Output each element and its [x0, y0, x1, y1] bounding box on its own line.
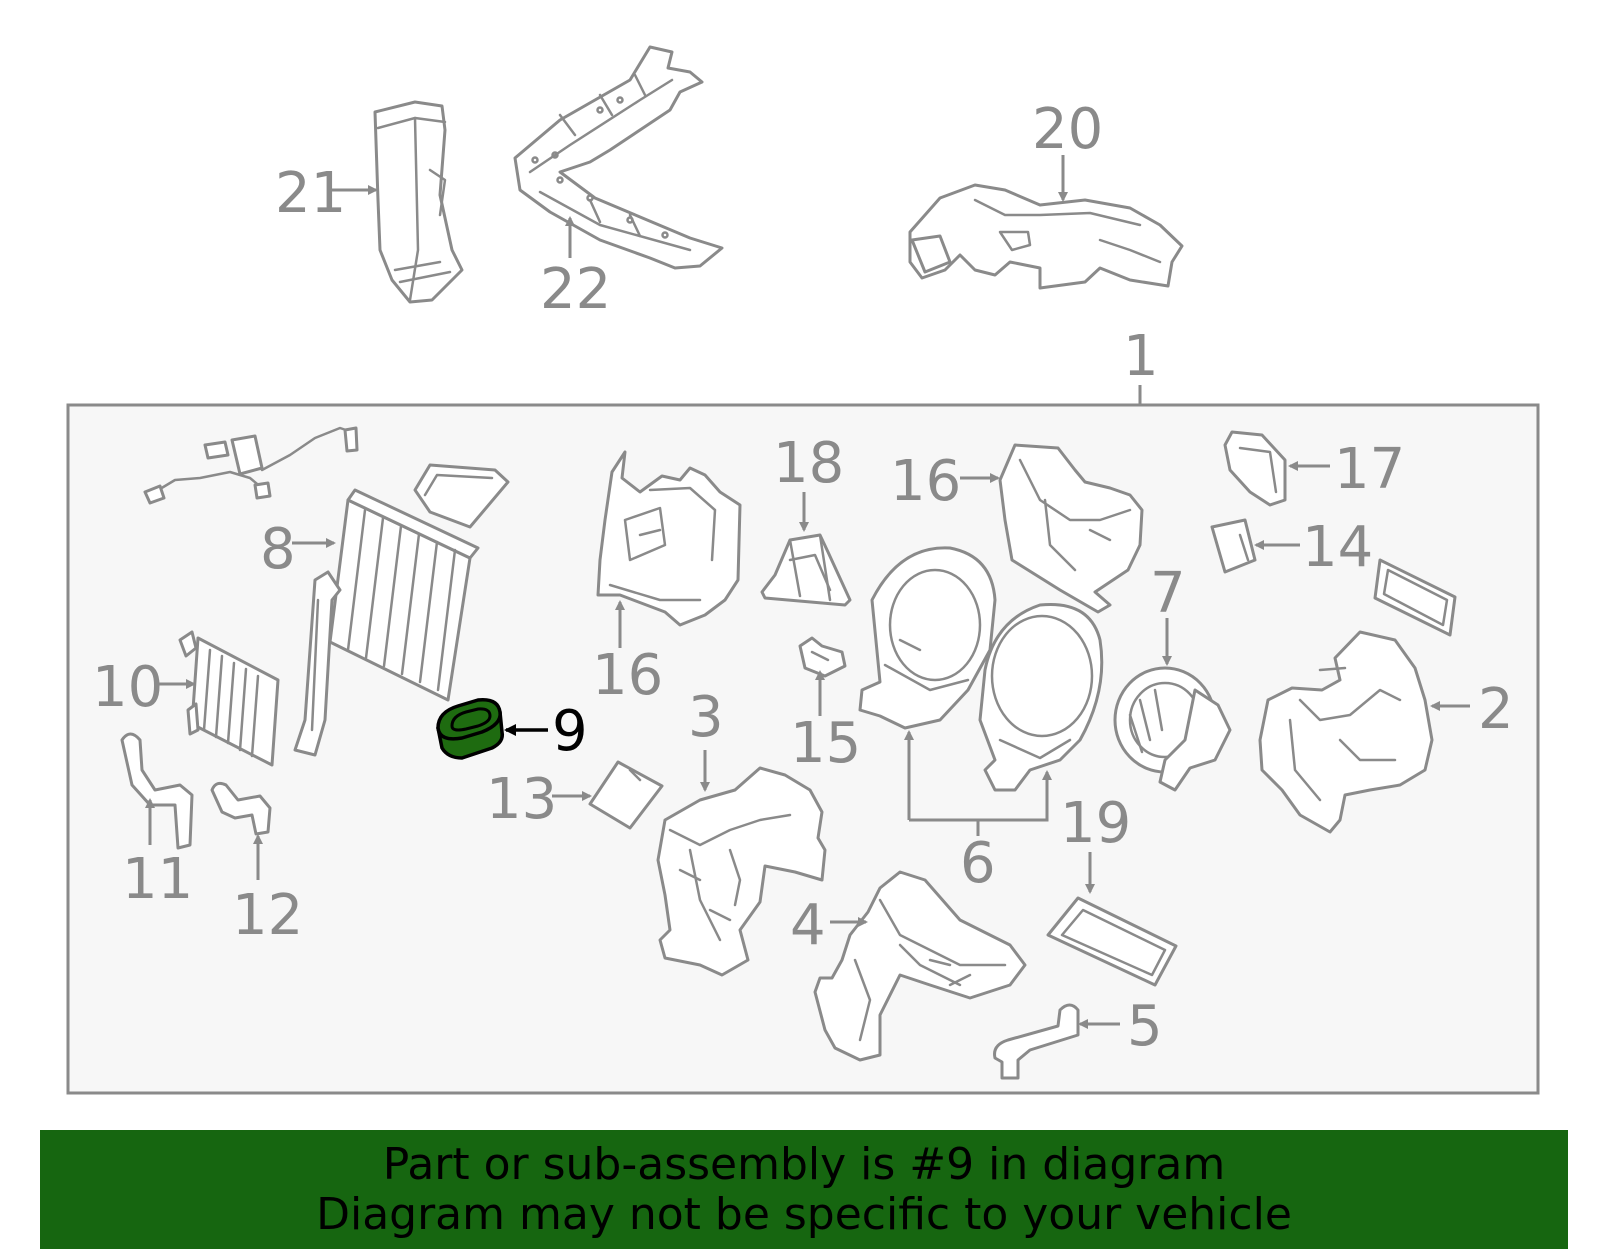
part-5-drain-hose	[993, 1003, 1080, 1080]
callout-8[interactable]: 8	[260, 517, 296, 582]
wiring-harness	[143, 426, 359, 505]
callout-4[interactable]: 4	[790, 893, 826, 958]
part-13-plate	[588, 760, 664, 830]
part-8-evaporator	[293, 488, 480, 757]
banner-line-1: Part or sub-assembly is #9 in diagram	[382, 1139, 1226, 1190]
part-10-heater-core	[178, 630, 280, 767]
callout-22[interactable]: 22	[540, 257, 611, 322]
part-17-actuator	[1223, 430, 1287, 507]
callout-1[interactable]: 1	[1123, 324, 1159, 389]
part-19-filter	[1046, 896, 1178, 987]
callout-17[interactable]: 17	[1334, 437, 1405, 502]
part-6-scroll-housing-left	[858, 546, 997, 730]
part-11-hose	[120, 732, 194, 850]
part-14-module	[1210, 518, 1257, 574]
part-18-bracket	[760, 533, 852, 607]
info-banner: Part or sub-assembly is #9 in diagram Di…	[40, 1130, 1568, 1249]
part-3-case	[656, 766, 827, 977]
part-15-block	[798, 636, 847, 678]
part-16-case-left	[596, 450, 742, 627]
callout-9[interactable]: 9	[552, 699, 588, 764]
callout-18[interactable]: 18	[773, 431, 844, 496]
banner-line-2: Diagram may not be specific to your vehi…	[316, 1189, 1292, 1240]
callout-6[interactable]: 6	[960, 831, 996, 896]
callout-11[interactable]: 11	[122, 847, 193, 912]
part-7-blower-motor	[1113, 666, 1232, 792]
part-16-case-right	[998, 443, 1144, 614]
callout-2[interactable]: 2	[1478, 677, 1514, 742]
callout-19[interactable]: 19	[1060, 791, 1131, 856]
callout-15[interactable]: 15	[790, 711, 861, 776]
cabin-filter-top-right	[1373, 558, 1457, 637]
callout-12[interactable]: 12	[232, 883, 303, 948]
part-9-grommet-highlighted[interactable]	[436, 698, 505, 760]
part-2-case	[1258, 630, 1434, 834]
callout-21[interactable]: 21	[275, 161, 346, 226]
callout-14[interactable]: 14	[1302, 515, 1373, 580]
callout-10[interactable]: 10	[92, 655, 163, 720]
callout-20[interactable]: 20	[1032, 97, 1103, 162]
callout-16-left[interactable]: 16	[592, 643, 663, 708]
part-22-duct	[513, 45, 724, 270]
part-21-duct	[373, 100, 464, 304]
part-12-hose	[210, 781, 272, 836]
callout-7[interactable]: 7	[1150, 561, 1186, 626]
callout-13[interactable]: 13	[486, 767, 557, 832]
seal-plate	[413, 463, 510, 529]
callout-3[interactable]: 3	[688, 685, 724, 750]
part-6-scroll-housing-right	[978, 602, 1104, 792]
callout-5[interactable]: 5	[1127, 994, 1163, 1059]
part-20-duct	[908, 183, 1184, 290]
callout-16-right[interactable]: 16	[890, 449, 961, 514]
